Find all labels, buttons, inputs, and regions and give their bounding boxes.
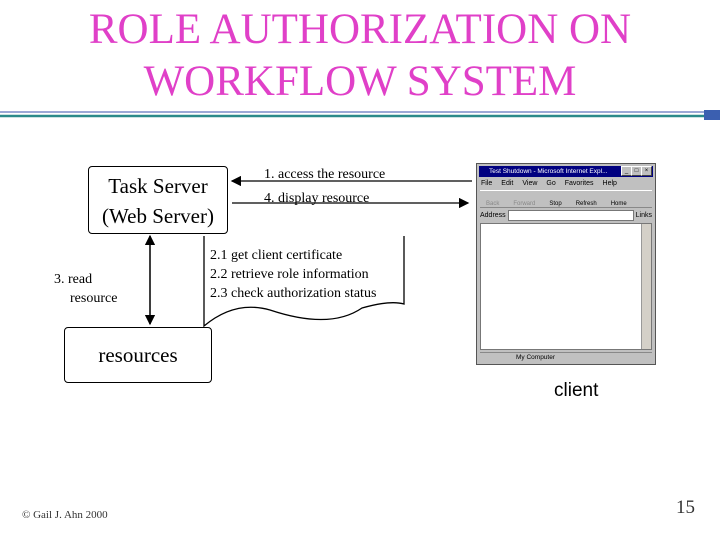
step-read-line1: 3. read xyxy=(54,272,93,287)
menu-go[interactable]: Go xyxy=(546,180,556,187)
menu-file[interactable]: File xyxy=(481,180,493,187)
menu-favorites[interactable]: Favorites xyxy=(564,180,594,187)
address-label: Address xyxy=(480,212,506,219)
task-server-box: Task Server (Web Server) xyxy=(88,166,228,234)
browser-title-bar: Test Shutdown - Microsoft Internet Expl.… xyxy=(479,166,653,177)
page-number: 15 xyxy=(676,497,695,518)
resources-label: resources xyxy=(98,343,178,367)
slide-title: ROLE AUTHORIZATION ON WORKFLOW SYSTEM xyxy=(0,4,720,108)
address-row: Address Links xyxy=(480,210,652,221)
task-server-label-line2: (Web Server) xyxy=(101,204,214,228)
browser-menu-bar: File Edit View Go Favorites Help xyxy=(481,179,653,188)
browser-content-area[interactable] xyxy=(480,223,652,350)
back-button[interactable]: Back xyxy=(486,201,500,207)
status-text: My Computer xyxy=(516,354,556,361)
home-button[interactable]: Home xyxy=(610,201,627,207)
step-retrieve-role: 2.2 retrieve role information xyxy=(210,267,369,282)
authorization-steps-document xyxy=(203,236,405,328)
slide-title-line2: WORKFLOW SYSTEM xyxy=(143,58,577,105)
step-read-resource: 3. read resource xyxy=(54,270,117,308)
step-access-resource: 1. access the resource xyxy=(264,167,386,182)
browser-toolbar: Back Forward Stop Refresh Home xyxy=(480,190,652,208)
forward-button[interactable]: Forward xyxy=(513,201,536,207)
browser-status-bar: My Computer xyxy=(480,352,652,362)
resources-box: resources xyxy=(64,327,212,383)
refresh-button[interactable]: Refresh xyxy=(575,201,597,207)
menu-help[interactable]: Help xyxy=(602,180,617,187)
footer-copyright: © Gail J. Ahn 2000 xyxy=(22,509,108,521)
menu-view[interactable]: View xyxy=(522,180,538,187)
task-server-label-line1: Task Server xyxy=(108,174,208,198)
close-icon[interactable]: × xyxy=(641,166,652,176)
title-rule-accent xyxy=(704,110,720,120)
step-get-certificate: 2.1 get client certificate xyxy=(210,248,343,263)
client-label: client xyxy=(554,380,599,401)
stop-button[interactable]: Stop xyxy=(549,201,562,207)
client-browser-window: Test Shutdown - Microsoft Internet Expl.… xyxy=(476,163,656,365)
step-display-resource: 4. display resource xyxy=(264,191,370,206)
step-check-status: 2.3 check authorization status xyxy=(210,286,377,301)
browser-scrollbar[interactable] xyxy=(641,224,651,349)
address-input[interactable] xyxy=(507,210,634,221)
step-read-line2: resource xyxy=(70,291,118,306)
menu-edit[interactable]: Edit xyxy=(501,180,514,187)
authorization-steps: 2.1 get client certificate 2.2 retrieve … xyxy=(210,246,376,303)
links-label[interactable]: Links xyxy=(635,212,652,219)
slide-title-line1: ROLE AUTHORIZATION ON xyxy=(88,6,632,53)
browser-title: Test Shutdown - Microsoft Internet Expl.… xyxy=(489,168,608,175)
